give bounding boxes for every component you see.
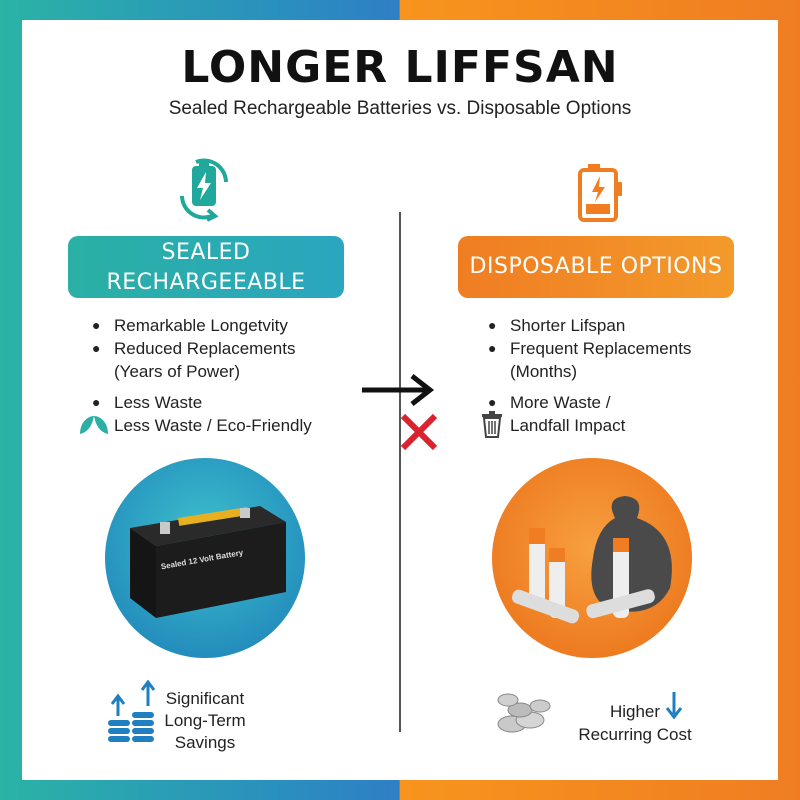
list-item: ●Frequent Replacements xyxy=(488,339,692,358)
list-item-label: (Years of Power) xyxy=(114,362,240,381)
rechargeable-heading-line1: SEALED RECHARGEEABLE xyxy=(106,240,306,295)
savings-line: Savings xyxy=(174,733,236,752)
recharge-battery-icon xyxy=(180,158,228,222)
list-item: Landfall Impact xyxy=(488,414,748,437)
list-item-label: More Waste / xyxy=(510,393,611,412)
cost-line: Higher xyxy=(609,702,661,721)
list-item: ●Shorter Lifspan xyxy=(488,316,626,335)
list-item: (Months) xyxy=(488,360,748,383)
leaf-icon xyxy=(80,416,108,434)
savings-caption: Significant Long-Term Savings xyxy=(150,688,260,754)
savings-line: Significant xyxy=(165,689,245,708)
list-item: (Years of Power) xyxy=(92,360,352,383)
list-item-label: Remarkable Longetvity xyxy=(114,316,288,335)
list-item-label: (Months) xyxy=(510,362,578,381)
disposable-heading: DISPOSABLE OPTIONS xyxy=(458,236,734,298)
x-icon xyxy=(400,413,438,451)
list-item: Less Waste / Eco-Friendly xyxy=(92,414,352,437)
list-item-label: Frequent Replacements xyxy=(510,339,692,358)
cost-line: Recurring Cost xyxy=(578,725,692,744)
page-title: LONGER LIFFSAN xyxy=(181,42,619,93)
disposable-batteries-image xyxy=(511,496,672,624)
list-item-label: Reduced Replacements xyxy=(114,339,296,358)
list-item: ●More Waste / xyxy=(488,393,611,412)
center-divider xyxy=(399,212,401,732)
page-subtitle: Sealed Rechargeable Batteries vs. Dispos… xyxy=(168,98,632,119)
arrow-right-icon xyxy=(362,374,435,406)
list-item-label: Shorter Lifspan xyxy=(510,316,626,335)
coin-stack-up-icon xyxy=(108,680,156,742)
savings-line: Long-Term xyxy=(164,711,246,730)
rechargeable-heading: SEALED RECHARGEEABLE BATERIES xyxy=(68,236,344,325)
trash-icon xyxy=(482,411,502,438)
coin-pile-down-icon xyxy=(497,693,551,733)
list-item-label: Landfall Impact xyxy=(510,416,626,435)
disposable-battery-icon xyxy=(578,164,622,222)
arrow-down-icon xyxy=(665,692,683,720)
rechargeable-heading-line2: BATERIES xyxy=(151,300,261,325)
disposable-drawbacks-list: ●Shorter Lifspan ●Frequent Replacements … xyxy=(488,314,748,437)
list-item: ●Remarkable Longetvity xyxy=(92,316,288,335)
sealed-battery-image xyxy=(130,506,286,618)
list-item: ●Reduced Replacements xyxy=(92,339,296,358)
list-item-label: Less Waste xyxy=(114,393,203,412)
cost-caption: Higher Recurring Cost xyxy=(570,700,700,746)
rechargeable-benefits-list: ●Remarkable Longetvity ●Reduced Replacem… xyxy=(92,314,352,437)
list-item: ●Less Waste xyxy=(92,393,203,412)
list-item-label: Less Waste / Eco-Friendly xyxy=(114,416,312,435)
